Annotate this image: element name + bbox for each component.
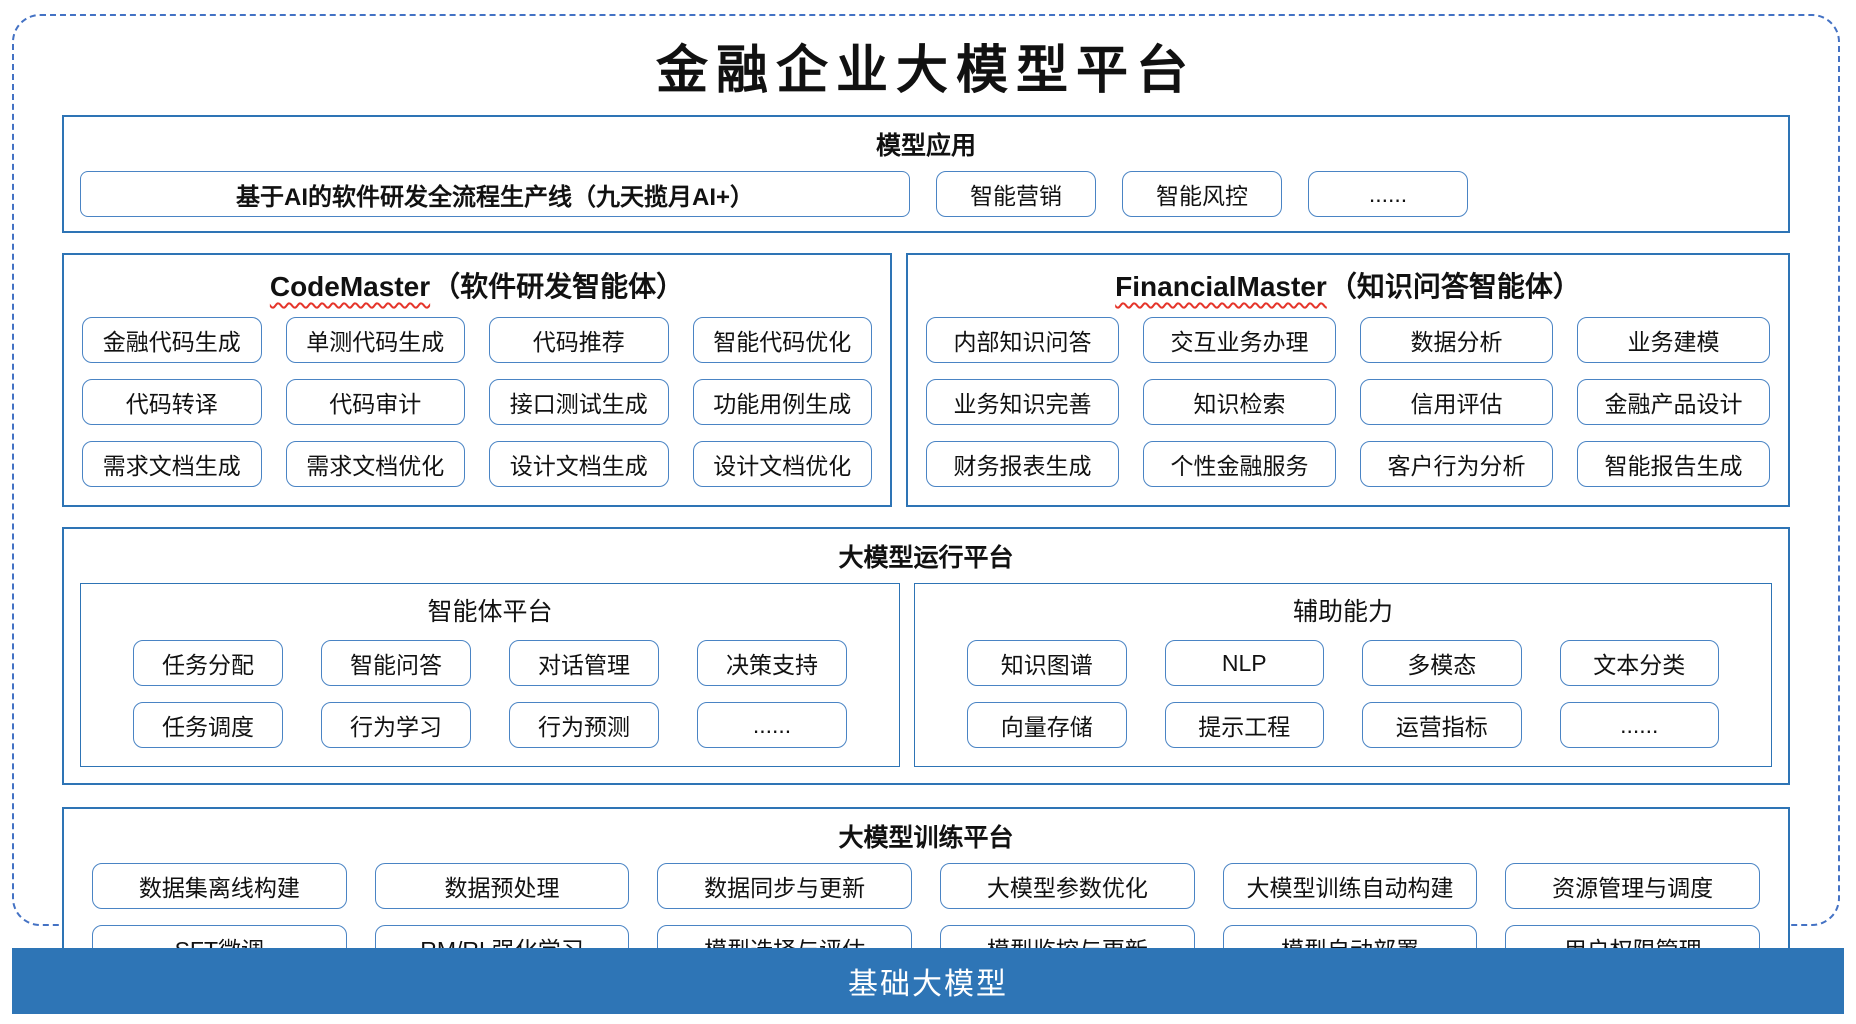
runtime-platform-title: 大模型运行平台	[838, 544, 1014, 572]
section-codemaster: CodeMaster（软件研发智能体） 金融代码生成单测代码生成代码推荐智能代码…	[62, 253, 892, 507]
codemaster-item: 智能代码优化	[692, 317, 872, 363]
training-platform-item: 大模型参数优化	[940, 863, 1195, 909]
financialmaster-item: 知识检索	[1143, 379, 1336, 425]
aux-capability-item: 运营指标	[1362, 702, 1522, 748]
training-platform-item: 资源管理与调度	[1505, 863, 1760, 909]
app-item: ......	[1308, 171, 1468, 217]
codemaster-item: 代码转译	[82, 379, 262, 425]
financialmaster-item: 金融产品设计	[1577, 379, 1770, 425]
financialmaster-item: 信用评估	[1360, 379, 1553, 425]
section-model-applications-title: 模型应用	[875, 132, 976, 160]
section-financialmaster: FinancialMaster（知识问答智能体） 内部知识问答交互业务办理数据分…	[906, 253, 1790, 507]
foundation-model-bar: 基础大模型	[12, 948, 1844, 1014]
codemaster-name: CodeMaster	[269, 271, 431, 302]
financialmaster-item: 财务报表生成	[926, 441, 1119, 487]
platform-dashed-frame: 金融企业大模型平台 模型应用 基于AI的软件研发全流程生产线（九天揽月AI+） …	[12, 14, 1840, 991]
codemaster-subtitle: （软件研发智能体）	[432, 271, 685, 302]
agent-platform-item: 行为预测	[509, 702, 659, 748]
financialmaster-item: 客户行为分析	[1360, 441, 1553, 487]
codemaster-item: 功能用例生成	[692, 379, 872, 425]
codemaster-item: 代码推荐	[489, 317, 669, 363]
aux-capabilities-box: 辅助能力 知识图谱 NLP 多模态文本分类向量存储提示工程运营指标......	[914, 583, 1772, 767]
agent-platform-title: 智能体平台	[427, 598, 553, 626]
codemaster-item: 需求文档生成	[82, 441, 262, 487]
codemaster-title: CodeMaster（软件研发智能体）	[64, 255, 890, 315]
aux-capabilities-items: 知识图谱 NLP 多模态文本分类向量存储提示工程运营指标......	[915, 640, 1771, 748]
codemaster-item: 单测代码生成	[285, 317, 465, 363]
agent-platform-box: 智能体平台 任务分配智能问答对话管理决策支持任务调度行为学习行为预测......	[80, 583, 900, 767]
training-platform-title: 大模型训练平台	[838, 824, 1014, 852]
financialmaster-title: FinancialMaster（知识问答智能体）	[908, 255, 1788, 315]
agent-platform-item: ......	[697, 702, 847, 748]
financialmaster-item: 业务建模	[1577, 317, 1770, 363]
aux-capability-item: 提示工程	[1164, 702, 1324, 748]
financialmaster-item: 业务知识完善	[926, 379, 1119, 425]
codemaster-item: 代码审计	[285, 379, 465, 425]
codemaster-item: 金融代码生成	[82, 317, 262, 363]
agent-platform-item: 任务分配	[133, 640, 283, 686]
agent-platform-item: 行为学习	[321, 702, 471, 748]
codemaster-item: 设计文档生成	[489, 441, 669, 487]
financialmaster-subtitle: （知识问答智能体）	[1328, 271, 1581, 302]
agent-platform-item: 对话管理	[509, 640, 659, 686]
aux-capability-item: 知识图谱	[967, 640, 1127, 686]
agent-platform-item: 任务调度	[133, 702, 283, 748]
aux-capability-item: 向量存储	[967, 702, 1127, 748]
agent-platform-item: 决策支持	[697, 640, 847, 686]
app-item: 智能营销	[936, 171, 1096, 217]
model-applications-row: 基于AI的软件研发全流程生产线（九天揽月AI+） 智能营销 智能风控 .....…	[64, 167, 1788, 217]
page-title: 金融企业大模型平台	[655, 40, 1196, 101]
codemaster-item: 需求文档优化	[285, 441, 465, 487]
aux-capabilities-title: 辅助能力	[1292, 598, 1393, 626]
financialmaster-name: FinancialMaster	[1115, 271, 1327, 302]
aux-capability-item: NLP	[1164, 640, 1324, 686]
agent-platform-item: 智能问答	[321, 640, 471, 686]
financialmaster-item: 数据分析	[1360, 317, 1553, 363]
financialmaster-items: 内部知识问答交互业务办理数据分析业务建模业务知识完善知识检索信用评估金融产品设计…	[908, 315, 1788, 505]
codemaster-item: 接口测试生成	[489, 379, 669, 425]
agents-row: CodeMaster（软件研发智能体） 金融代码生成单测代码生成代码推荐智能代码…	[62, 253, 1790, 507]
financialmaster-item: 交互业务办理	[1143, 317, 1336, 363]
agent-platform-items: 任务分配智能问答对话管理决策支持任务调度行为学习行为预测......	[81, 640, 899, 748]
aux-capability-item: 多模态	[1362, 640, 1522, 686]
financialmaster-item: 智能报告生成	[1577, 441, 1770, 487]
training-platform-item: 数据同步与更新	[657, 863, 912, 909]
app-item: 智能风控	[1122, 171, 1282, 217]
runtime-platform-row: 智能体平台 任务分配智能问答对话管理决策支持任务调度行为学习行为预测......…	[64, 579, 1788, 767]
training-platform-item: 数据预处理	[374, 863, 630, 909]
section-runtime-platform: 大模型运行平台 智能体平台 任务分配智能问答对话管理决策支持任务调度行为学习行为…	[62, 527, 1790, 785]
training-platform-item: 数据集离线构建	[92, 863, 347, 909]
training-platform-item: 大模型训练自动构建	[1222, 863, 1478, 909]
codemaster-item: 设计文档优化	[692, 441, 872, 487]
aux-capability-item: 文本分类	[1559, 640, 1719, 686]
aux-capability-item: ......	[1559, 702, 1719, 748]
pipeline-item: 基于AI的软件研发全流程生产线（九天揽月AI+）	[80, 171, 910, 217]
codemaster-items: 金融代码生成单测代码生成代码推荐智能代码优化代码转译代码审计接口测试生成功能用例…	[64, 315, 890, 505]
section-model-applications: 模型应用 基于AI的软件研发全流程生产线（九天揽月AI+） 智能营销 智能风控 …	[62, 115, 1790, 233]
financialmaster-item: 个性金融服务	[1143, 441, 1336, 487]
financialmaster-item: 内部知识问答	[926, 317, 1119, 363]
